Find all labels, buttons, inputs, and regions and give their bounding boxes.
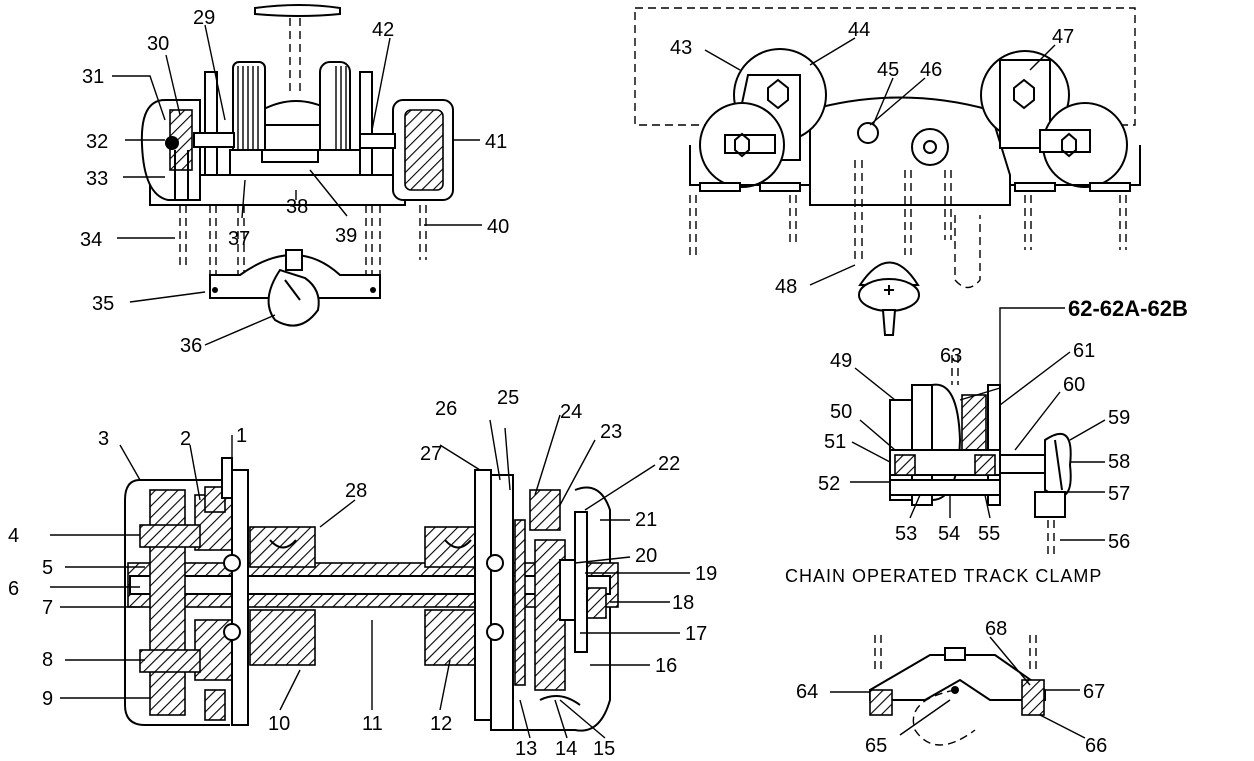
part-label-8: 8 [42, 649, 53, 671]
part-label-37: 37 [228, 228, 250, 250]
part-label-9: 9 [42, 688, 53, 710]
hoist-cross-section [124, 457, 619, 732]
small-trolley-view [869, 635, 1046, 746]
trolley-side-view [634, 7, 1141, 336]
part-label-7: 7 [42, 597, 53, 619]
group-label-62: 62-62A-62B [1068, 296, 1188, 321]
part-label-29: 29 [193, 7, 215, 29]
part-label-23: 23 [600, 421, 622, 443]
part-label-16: 16 [655, 655, 677, 677]
part-label-57: 57 [1108, 483, 1130, 505]
part-label-55: 55 [978, 523, 1000, 545]
part-label-46: 46 [920, 59, 942, 81]
part-label-39: 39 [335, 225, 357, 247]
part-label-44: 44 [848, 19, 870, 41]
part-label-5: 5 [42, 557, 53, 579]
part-label-6: 6 [8, 578, 19, 600]
part-label-19: 19 [695, 563, 717, 585]
part-label-24: 24 [560, 401, 582, 423]
part-label-41: 41 [485, 131, 507, 153]
part-label-4: 4 [8, 525, 19, 547]
part-label-35: 35 [92, 293, 114, 315]
part-label-32: 32 [86, 131, 108, 153]
part-label-67: 67 [1083, 681, 1105, 703]
part-label-60: 60 [1063, 374, 1085, 396]
part-label-42: 42 [372, 19, 394, 41]
part-label-64: 64 [796, 681, 818, 703]
part-label-61: 61 [1073, 340, 1095, 362]
part-label-1: 1 [236, 425, 247, 447]
part-label-36: 36 [180, 335, 202, 357]
track-clamp-view [889, 355, 1072, 555]
part-label-50: 50 [830, 401, 852, 423]
part-label-40: 40 [487, 216, 509, 238]
part-label-25: 25 [497, 387, 519, 409]
part-label-52: 52 [818, 473, 840, 495]
part-label-30: 30 [147, 33, 169, 55]
part-label-68: 68 [985, 618, 1007, 640]
part-label-31: 31 [82, 66, 104, 88]
part-label-47: 47 [1052, 26, 1074, 48]
part-label-51: 51 [824, 431, 846, 453]
part-label-17: 17 [685, 623, 707, 645]
part-label-21: 21 [635, 509, 657, 531]
part-label-48: 48 [775, 276, 797, 298]
part-label-27: 27 [420, 443, 442, 465]
part-number-labels: 1 2 3 4 5 6 7 8 9 10 11 12 13 14 15 16 1… [8, 7, 1188, 760]
part-label-2: 2 [180, 428, 191, 450]
figure-caption: CHAIN OPERATED TRACK CLAMP [785, 566, 1102, 586]
part-label-26: 26 [435, 398, 457, 420]
part-label-54: 54 [938, 523, 960, 545]
part-label-43: 43 [670, 37, 692, 59]
part-label-12: 12 [430, 713, 452, 735]
part-label-20: 20 [635, 545, 657, 567]
part-label-11: 11 [362, 713, 383, 735]
part-label-66: 66 [1085, 735, 1107, 757]
part-label-45: 45 [877, 59, 899, 81]
part-label-59: 59 [1108, 407, 1130, 429]
part-label-22: 22 [658, 453, 680, 475]
part-label-34: 34 [80, 229, 102, 251]
part-label-15: 15 [593, 738, 615, 760]
part-label-58: 58 [1108, 451, 1130, 473]
hoist-front-view [140, 4, 454, 327]
part-label-28: 28 [345, 480, 367, 502]
part-label-63: 63 [940, 345, 962, 367]
part-label-53: 53 [895, 523, 917, 545]
part-label-18: 18 [672, 592, 694, 614]
part-label-49: 49 [830, 350, 852, 372]
part-label-13: 13 [515, 738, 537, 760]
leader-lines [50, 24, 1106, 739]
part-label-38: 38 [286, 196, 308, 218]
part-label-10: 10 [268, 713, 290, 735]
part-label-56: 56 [1108, 531, 1130, 553]
part-label-3: 3 [98, 428, 109, 450]
part-label-33: 33 [86, 168, 108, 190]
part-label-14: 14 [555, 738, 577, 760]
part-label-65: 65 [865, 735, 887, 757]
